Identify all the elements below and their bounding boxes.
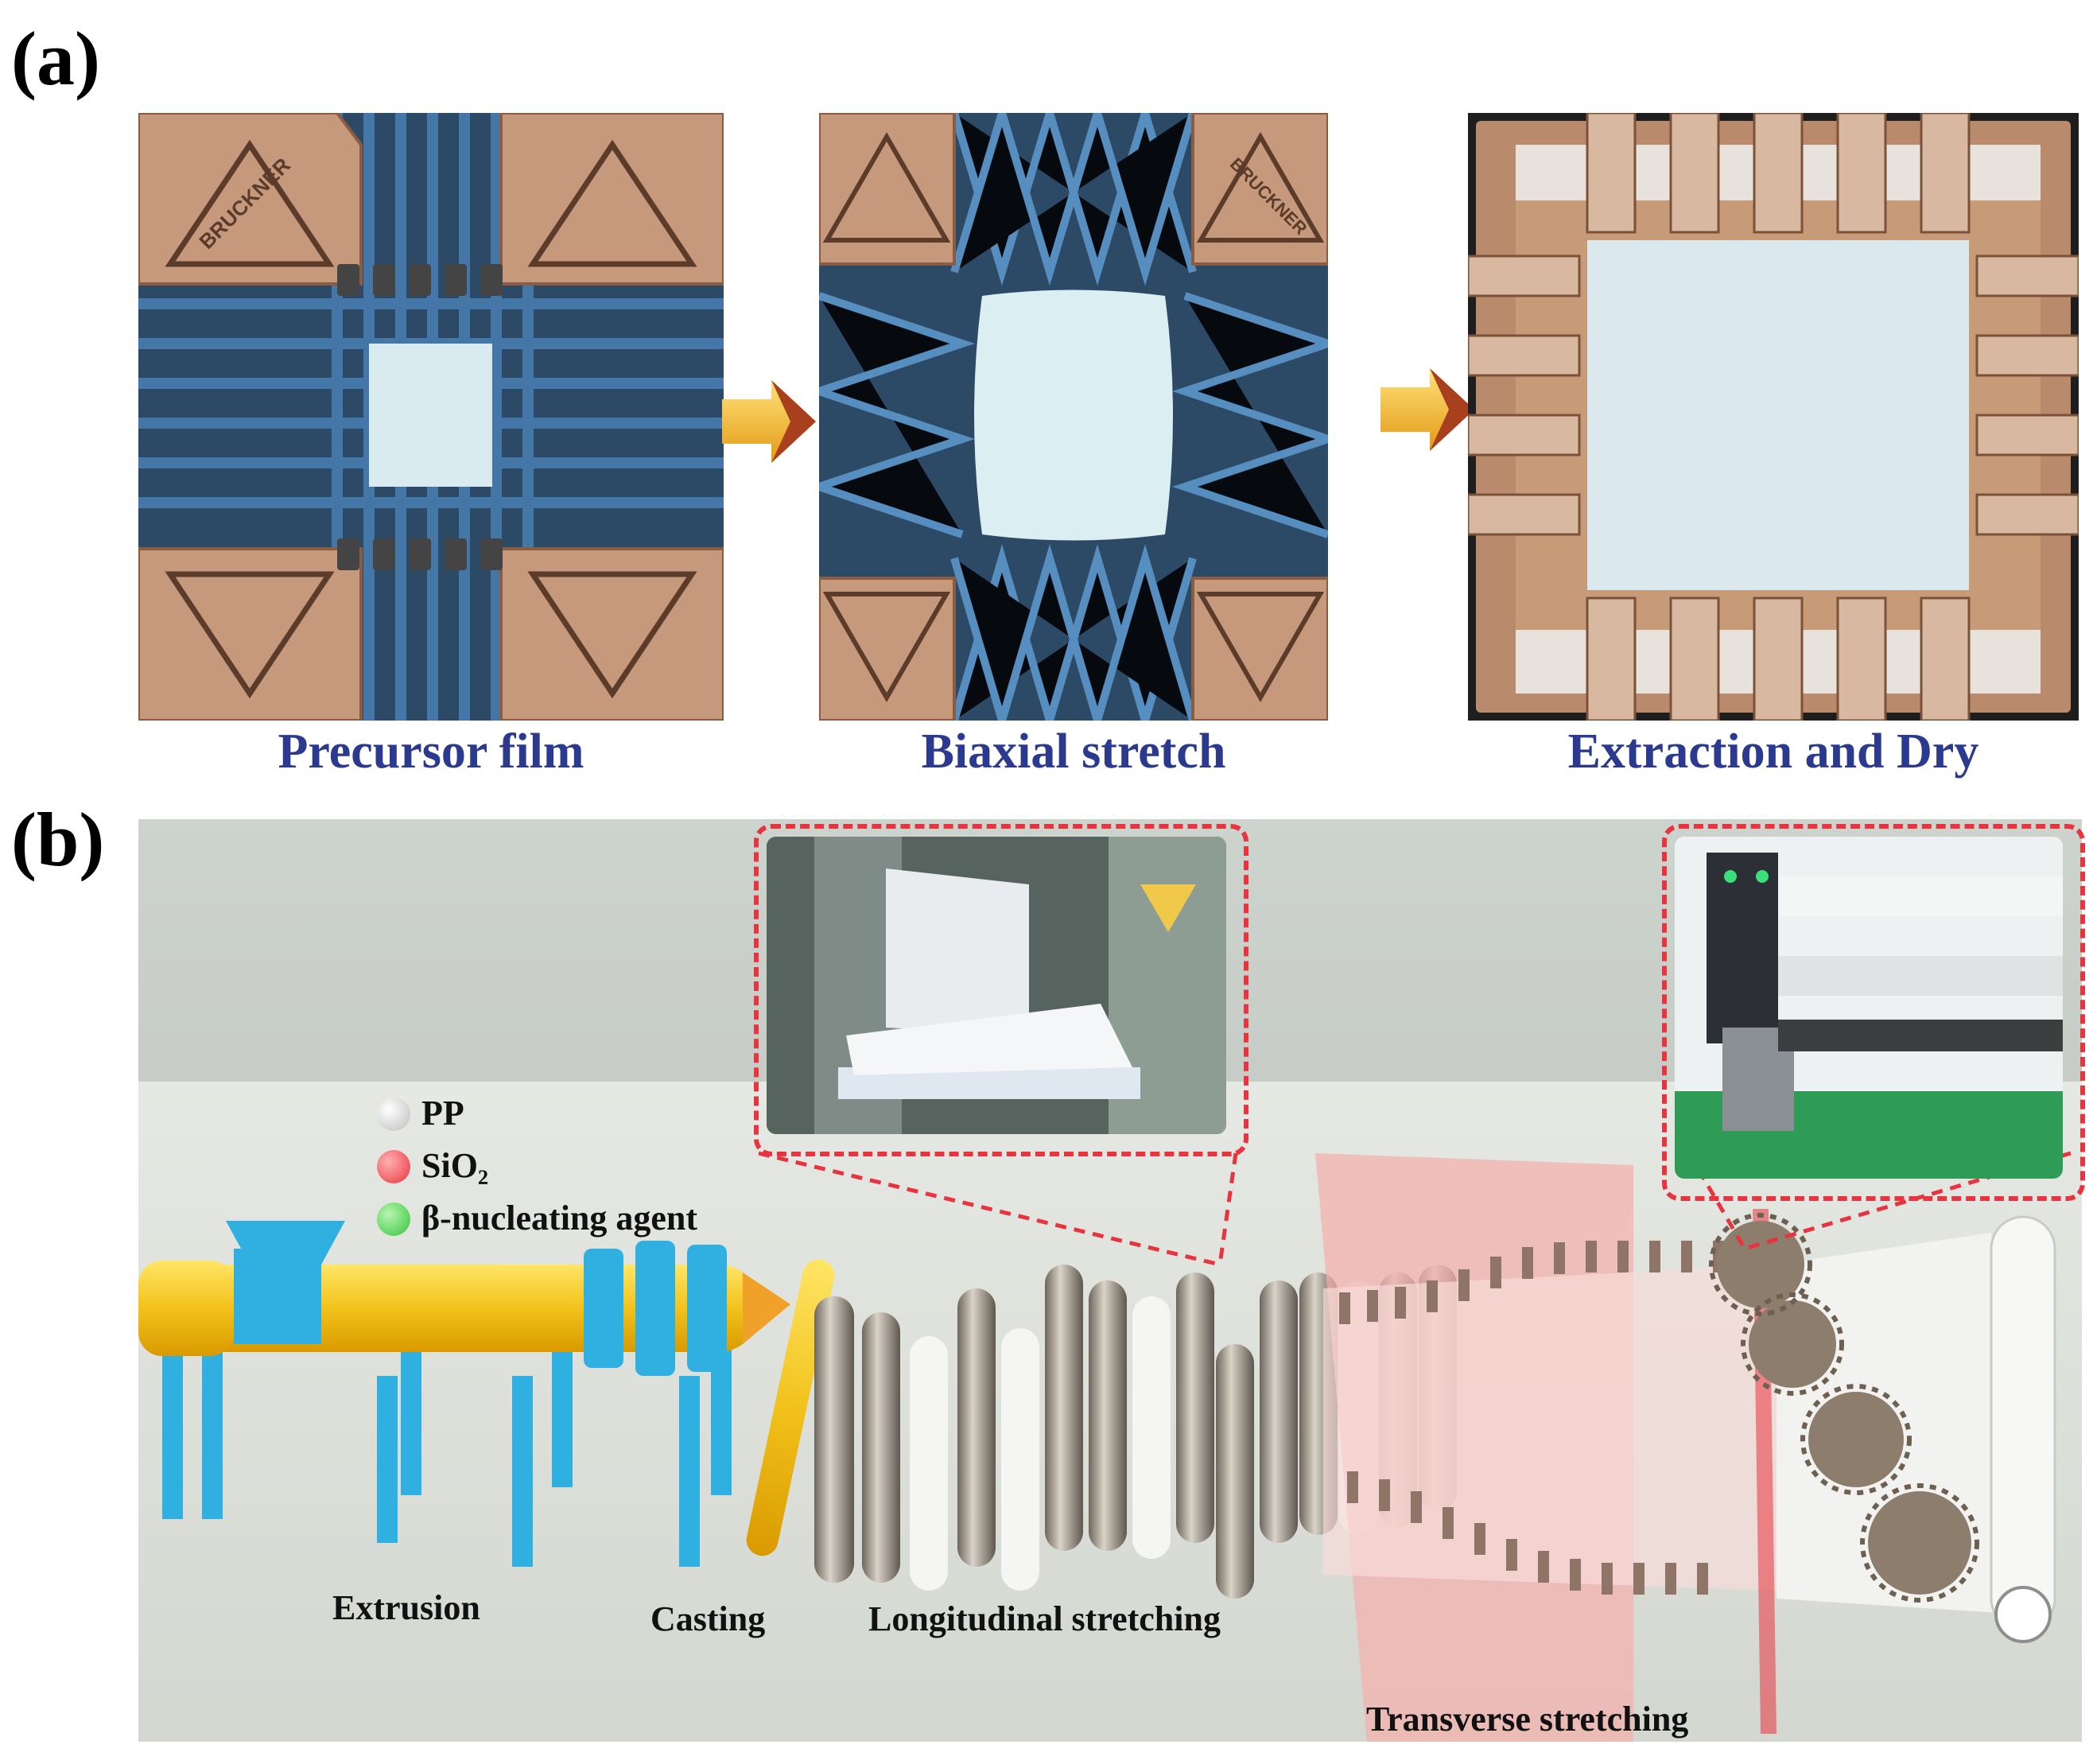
legend-label-beta-nucleating: β-nucleating agent <box>421 1199 698 1238</box>
caption-precursor-film: Precursor film <box>278 725 584 779</box>
extraction-dry-illustration <box>1468 113 2079 721</box>
panel-b-letter: (b) <box>11 797 105 882</box>
arrow-right-icon <box>722 380 816 463</box>
caption-biaxial-stretch: Biaxial stretch <box>921 725 1226 779</box>
caption-extraction-dry: Extraction and Dry <box>1567 725 1979 779</box>
photo-extraction-dry <box>1468 113 2079 721</box>
photo-precursor-film: BRUCKNER <box>138 113 724 721</box>
inset-transverse-photo-frame <box>1662 824 2085 1201</box>
legend-dot-sio2 <box>377 1150 410 1183</box>
panel-a-letter: (a) <box>11 16 100 101</box>
arrow-right-icon <box>1380 368 1474 451</box>
inset-transverse-photo <box>1675 837 2063 1179</box>
precursor-film-illustration: BRUCKNER <box>138 113 724 721</box>
legend-dot-beta-nucleating <box>377 1203 410 1236</box>
legend-dot-pp <box>377 1098 410 1131</box>
stage-label-casting: Casting <box>650 1599 766 1638</box>
stage-label-transverse: Transverse stretching <box>1366 1700 1689 1739</box>
biaxial-stretch-illustration: BRUCKNER <box>819 113 1328 721</box>
inset-longitudinal-photo-frame <box>754 824 1248 1156</box>
legend-label-pp: PP <box>421 1094 464 1133</box>
longitudinal-photo-illustration <box>767 837 1226 1134</box>
stage-label-extrusion: Extrusion <box>332 1588 480 1627</box>
legend-label-sio2: SiO₂ <box>421 1146 489 1185</box>
transverse-photo-illustration <box>1675 837 2063 1179</box>
photo-biaxial-stretch: BRUCKNER <box>819 113 1328 721</box>
stage-label-longitudinal: Longitudinal stretching <box>868 1599 1221 1638</box>
inset-longitudinal-photo <box>767 837 1226 1134</box>
